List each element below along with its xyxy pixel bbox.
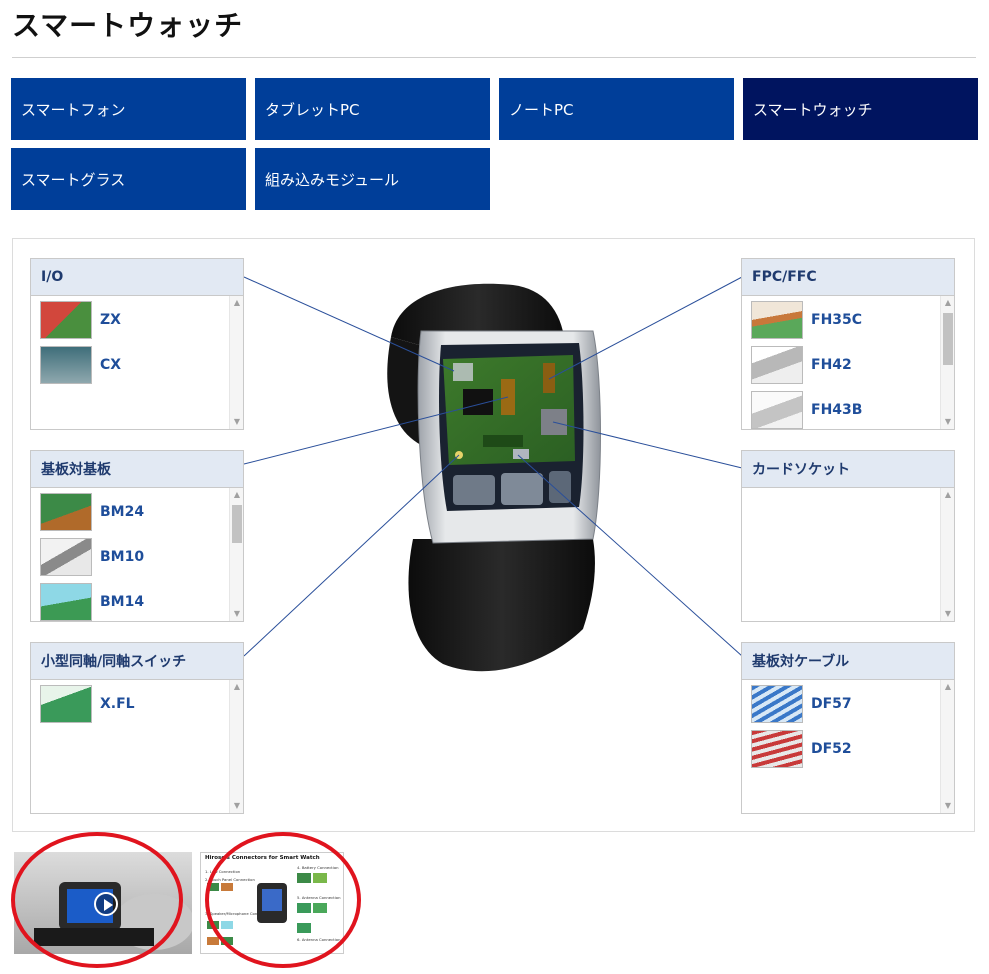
- panel-io: I/O ZX CX ▲ ▼: [30, 258, 244, 430]
- scroll-up-arrow-icon[interactable]: ▲: [944, 298, 952, 307]
- cx-thumbnail: [40, 346, 92, 384]
- scroll-up-arrow-icon[interactable]: ▲: [233, 682, 241, 691]
- scroll-up-arrow-icon[interactable]: ▲: [233, 490, 241, 499]
- panel-card-socket-title: カードソケット: [742, 451, 954, 488]
- scroll-thumb[interactable]: [943, 313, 953, 365]
- product-label-bm24: BM24: [100, 504, 145, 520]
- tab-tablet-pc[interactable]: タブレットPC: [255, 78, 490, 140]
- product-label-bm10: BM10: [100, 549, 145, 565]
- highlight-circle-video: [11, 832, 183, 968]
- scroll-up-arrow-icon[interactable]: ▲: [944, 682, 952, 691]
- panel-coax: 小型同軸/同軸スイッチ X.FL ▲ ▼: [30, 642, 244, 814]
- page-title: スマートウォッチ: [12, 9, 244, 42]
- scroll-down-arrow-icon[interactable]: ▼: [944, 801, 952, 810]
- zx-thumbnail: [40, 301, 92, 339]
- fh35c-thumbnail: [751, 301, 803, 339]
- panel-board-to-cable: 基板対ケーブル DF57 DF52 ▲ ▼: [741, 642, 955, 814]
- product-label-fh42: FH42: [811, 357, 852, 373]
- product-item-bm14[interactable]: BM14: [40, 582, 144, 621]
- panel-io-title: I/O: [31, 259, 243, 296]
- panel-fpc-ffc-list: FH35C FH42 FH43B ▲ ▼: [742, 296, 954, 429]
- scroll-thumb[interactable]: [232, 505, 242, 543]
- product-label-cx: CX: [100, 357, 122, 373]
- panel-coax-list: X.FL ▲ ▼: [31, 680, 243, 813]
- product-label-zx: ZX: [100, 312, 121, 328]
- tab-notebook-pc[interactable]: ノートPC: [499, 78, 734, 140]
- video-thumbnail[interactable]: [14, 852, 192, 954]
- scroll-down-arrow-icon[interactable]: ▼: [944, 417, 952, 426]
- panel-board-to-board-scrollbar[interactable]: ▲ ▼: [229, 488, 243, 621]
- panel-board-to-board-title: 基板対基板: [31, 451, 243, 488]
- highlight-annotations: [11, 832, 361, 968]
- product-label-fh43b: FH43B: [811, 402, 863, 418]
- title-divider: [12, 57, 976, 58]
- tab-embedded-module[interactable]: 組み込みモジュール: [255, 148, 490, 210]
- document-caption-1: 1. LCD Connection: [205, 869, 241, 874]
- panel-card-socket: カードソケット ▲ ▼: [741, 450, 955, 622]
- document-heading: Hirose's Connectors for Smart Watch: [205, 855, 320, 861]
- panel-io-scrollbar[interactable]: ▲ ▼: [229, 296, 243, 429]
- product-item-cx[interactable]: CX: [40, 345, 121, 385]
- panel-board-to-cable-title: 基板対ケーブル: [742, 643, 954, 680]
- df57-thumbnail: [751, 685, 803, 723]
- panel-card-socket-scrollbar[interactable]: ▲ ▼: [940, 488, 954, 621]
- panel-coax-title: 小型同軸/同軸スイッチ: [31, 643, 243, 680]
- scroll-down-arrow-icon[interactable]: ▼: [233, 609, 241, 618]
- panel-fpc-ffc: FPC/FFC FH35C FH42 FH43B ▲ ▼: [741, 258, 955, 430]
- product-item-df52[interactable]: DF52: [751, 729, 852, 769]
- product-label-bm14: BM14: [100, 594, 145, 610]
- panel-board-to-cable-scrollbar[interactable]: ▲ ▼: [940, 680, 954, 813]
- product-item-fh43b[interactable]: FH43B: [751, 390, 862, 429]
- scroll-down-arrow-icon[interactable]: ▼: [944, 609, 952, 618]
- panel-board-to-board: 基板対基板 BM24 BM10 BM14 ▲ ▼: [30, 450, 244, 622]
- product-label-df57: DF57: [811, 696, 852, 712]
- product-item-df57[interactable]: DF57: [751, 684, 852, 724]
- product-item-fh35c[interactable]: FH35C: [751, 300, 862, 340]
- product-item-bm10[interactable]: BM10: [40, 537, 144, 577]
- product-item-xfl[interactable]: X.FL: [40, 684, 135, 724]
- document-caption-6: 6. Antenna Connection: [297, 937, 341, 942]
- bm14-thumbnail: [40, 583, 92, 621]
- document-caption-5: 5. Antenna Connection: [297, 895, 341, 900]
- tab-smartglass[interactable]: スマートグラス: [11, 148, 246, 210]
- tab-smartphone[interactable]: スマートフォン: [11, 78, 246, 140]
- product-label-fh35c: FH35C: [811, 312, 863, 328]
- scroll-down-arrow-icon[interactable]: ▼: [233, 801, 241, 810]
- panel-fpc-ffc-scrollbar[interactable]: ▲ ▼: [940, 296, 954, 429]
- panel-board-to-board-list: BM24 BM10 BM14 ▲ ▼: [31, 488, 243, 621]
- play-icon[interactable]: [94, 892, 118, 916]
- panel-board-to-cable-list: DF57 DF52 ▲ ▼: [742, 680, 954, 813]
- panel-io-list: ZX CX ▲ ▼: [31, 296, 243, 429]
- bm10-thumbnail: [40, 538, 92, 576]
- highlight-circle-document: [205, 832, 361, 968]
- document-caption-4: 4. Battery Connection: [297, 865, 339, 870]
- product-label-df52: DF52: [811, 741, 852, 757]
- product-item-bm24[interactable]: BM24: [40, 492, 144, 532]
- product-item-zx[interactable]: ZX: [40, 300, 121, 340]
- scroll-up-arrow-icon[interactable]: ▲: [233, 298, 241, 307]
- tab-smartwatch[interactable]: スマートウォッチ: [743, 78, 978, 140]
- panel-fpc-ffc-title: FPC/FFC: [742, 259, 954, 296]
- scroll-down-arrow-icon[interactable]: ▼: [233, 417, 241, 426]
- bm24-thumbnail: [40, 493, 92, 531]
- product-diagram: I/O ZX CX ▲ ▼ 基板対基板 BM24: [12, 238, 975, 832]
- xfl-thumbnail: [40, 685, 92, 723]
- df52-thumbnail: [751, 730, 803, 768]
- panel-coax-scrollbar[interactable]: ▲ ▼: [229, 680, 243, 813]
- product-label-xfl: X.FL: [100, 696, 135, 712]
- panel-card-socket-list: ▲ ▼: [742, 488, 954, 621]
- fh43b-thumbnail: [751, 391, 803, 429]
- fh42-thumbnail: [751, 346, 803, 384]
- scroll-up-arrow-icon[interactable]: ▲: [944, 490, 952, 499]
- document-caption-2: 2. Touch Panel Connection: [205, 877, 255, 882]
- product-item-fh42[interactable]: FH42: [751, 345, 852, 385]
- document-caption-3: 3. Speaker/Microphone Connection: [205, 911, 272, 916]
- document-thumbnail[interactable]: Hirose's Connectors for Smart Watch 1. L…: [200, 852, 344, 954]
